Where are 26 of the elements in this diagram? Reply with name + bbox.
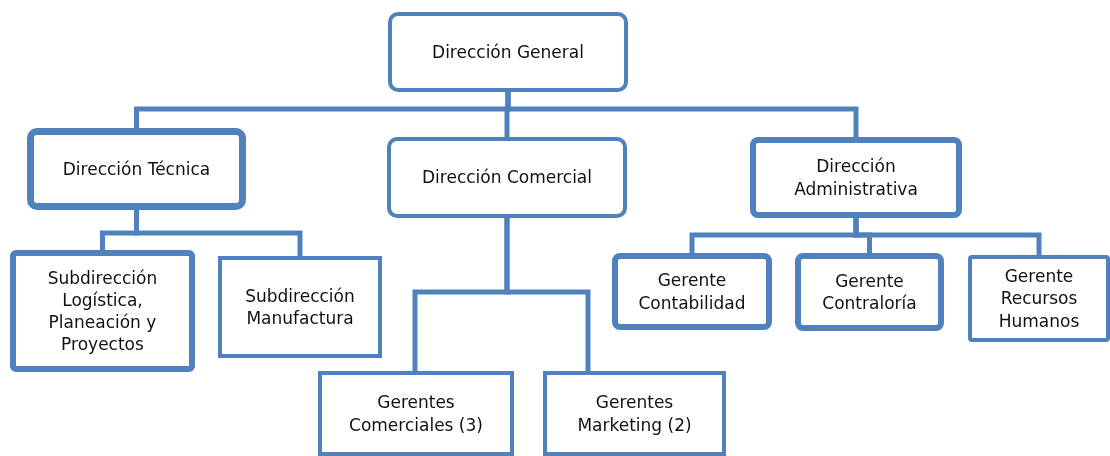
org-box xyxy=(968,255,1110,342)
box-label: Dirección Técnica xyxy=(62,157,211,181)
org-box xyxy=(10,250,195,372)
box-label: Dirección Comercial xyxy=(422,166,592,189)
org-box xyxy=(612,253,772,330)
connector-line xyxy=(504,218,591,371)
box-label: Subdirección Logística, Planeación y Proyectos xyxy=(46,266,159,356)
org-box xyxy=(795,253,944,331)
connector-line xyxy=(853,218,1042,255)
box-label: Dirección General xyxy=(432,40,584,64)
org-box xyxy=(318,371,514,456)
org-box xyxy=(750,137,962,218)
org-box xyxy=(388,12,628,92)
connector-line xyxy=(505,92,859,137)
org-box xyxy=(387,137,627,218)
box-label: Subdirección Manufactura xyxy=(244,284,356,330)
box-label: Gerente Contraloría xyxy=(821,269,918,315)
box-label: Gerente Contabilidad xyxy=(637,269,747,314)
org-box xyxy=(218,256,382,358)
org-box xyxy=(27,128,246,210)
connector-line xyxy=(134,210,303,256)
box-label: Gerente Recursos Humanos xyxy=(997,265,1081,332)
box-label: Gerentes Marketing (2) xyxy=(576,391,693,436)
box-label: Dirección Administrativa xyxy=(793,155,919,200)
org-box xyxy=(543,371,726,456)
box-label: Gerentes Comerciales (3) xyxy=(348,391,484,436)
